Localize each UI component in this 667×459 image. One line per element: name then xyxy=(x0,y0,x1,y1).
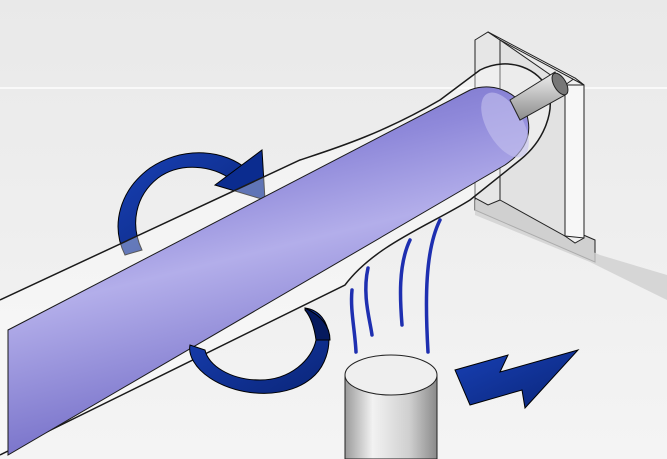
nozzle xyxy=(345,355,437,459)
